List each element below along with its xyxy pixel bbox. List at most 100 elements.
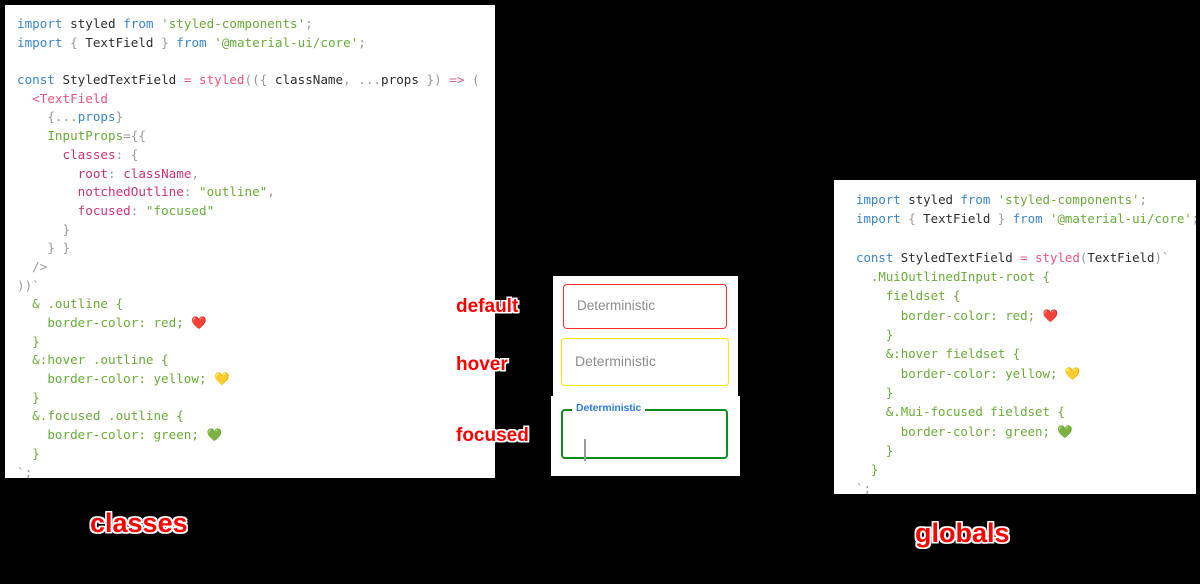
code-token: from [1012,211,1043,227]
code-token: ; [1139,192,1147,207]
textfield-default-label: Deterministic [577,298,656,313]
code-token: 'styled-components' [161,16,306,31]
code-token: ` [1161,249,1170,265]
code-line: classes: { [17,146,489,165]
code-token: : [130,202,146,218]
code-line: border-color: red; ❤️ [17,314,489,333]
demo-panel-default-hover: Deterministic Deterministic [553,276,738,396]
code-line: } [17,221,489,240]
code-line: import styled from 'styled-components'; [17,15,489,34]
code-token [17,240,47,255]
code-token: 'styled-components' [997,192,1140,207]
code-token: {{ [130,128,146,144]
code-token: } [17,333,40,349]
code-token: { [70,34,78,50]
code-token: from [960,192,991,207]
code-token [17,109,47,124]
code-token: classes [62,146,116,162]
code-line: import styled from 'styled-components'; [856,190,1192,209]
code-line: border-color: green; 💚 [17,426,489,445]
code-token: : [108,165,124,181]
code-token: styled [1035,249,1080,265]
code-token: border-color: green; [17,427,207,443]
text-caret [584,439,586,461]
code-panel-globals: import styled from 'styled-components';i… [834,180,1196,494]
code-token: import [856,211,901,227]
code-token: } } [47,240,71,256]
code-token: const [856,249,894,265]
code-token: ; [863,481,871,494]
code-line: notchedOutline: "outline", [17,183,489,202]
code-token: ; [1192,211,1196,226]
code-token: ; [305,16,313,31]
textfield-default[interactable]: Deterministic [563,284,727,329]
code-line: import { TextField } from '@material-ui/… [17,34,489,53]
code-line [856,229,1192,248]
code-token: notchedOutline [77,184,184,200]
code-token: props [381,72,419,88]
code-token: => [449,72,465,88]
code-token: 💚 [206,427,223,443]
code-token: { [908,211,916,227]
textfield-focused-legend: Deterministic [572,402,646,414]
code-token: } [856,327,894,343]
code-token [17,222,63,237]
code-token: styled [908,192,953,207]
code-line: import { TextField } from '@material-ui/… [856,209,1196,228]
code-token: }) [418,72,442,88]
code-token: } [17,445,40,461]
code-token: import [17,34,63,50]
code-line: `; [856,479,1192,494]
code-token: root [77,165,109,181]
code-token: 💚 [1057,423,1073,439]
code-token: <TextField [32,90,108,106]
code-token: } [856,462,879,478]
code-token [17,184,78,199]
code-token: } [856,442,894,458]
code-line: border-color: yellow; 💛 [17,370,489,389]
code-token: , [191,165,200,181]
code-token: = [1020,249,1028,265]
demo-panel-focused: Deterministic [551,396,740,476]
code-token [17,203,78,218]
code-token: TextField [77,34,162,50]
code-token: ❤️ [191,315,207,330]
code-block-globals: import styled from 'styled-components';i… [856,190,1196,494]
code-line [17,52,489,71]
code-token: import [856,192,901,207]
textfield-hover[interactable]: Deterministic [561,338,729,386]
code-token [63,35,71,50]
code-token: StyledTextField [893,249,1021,265]
textfield-focused[interactable] [561,409,728,461]
code-token: ` [32,277,40,293]
code-token: const [17,72,55,88]
code-token [17,259,32,274]
code-panel-classes: import styled from 'styled-components';i… [5,5,495,478]
code-line: } [17,389,489,408]
code-token: border-color: red; [17,315,192,330]
code-token [63,16,71,31]
code-token: TextField [915,211,998,227]
code-token: from [123,16,154,31]
code-line: {...props} [17,108,489,127]
code-token: className [274,72,344,88]
code-token: : [115,146,131,162]
code-token: border-color: yellow; [856,365,1065,381]
code-line: & .outline { [17,295,489,314]
code-token [1005,211,1012,226]
code-token: ; [358,34,366,50]
code-token: &.Mui-focused fieldset { [856,404,1065,420]
code-line: InputProps={{ [17,127,489,146]
code-token: border-color: red; [856,307,1043,323]
code-token: 💛 [214,371,230,387]
code-token: (( [244,72,260,88]
code-token: from [176,34,207,50]
code-token: , [343,72,359,88]
code-line: root: className, [17,165,489,184]
code-token: "outline" [199,184,268,200]
code-token: } [62,221,71,237]
code-token: &.focused .outline { [17,408,184,424]
code-line: border-color: yellow; 💛 [856,364,1192,383]
code-token: ❤️ [1042,307,1059,323]
